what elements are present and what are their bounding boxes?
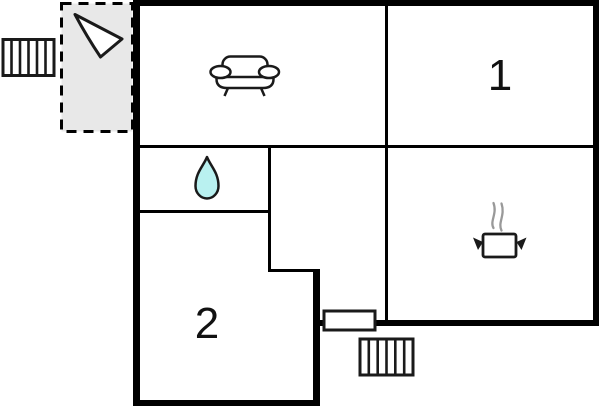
interior-wall-horizontal <box>140 145 593 148</box>
water-drop-icon <box>194 155 220 200</box>
outer-wall-left <box>133 0 140 406</box>
interior-wall-step <box>268 269 313 272</box>
stairs-icon-bottom <box>358 337 415 377</box>
door-step <box>322 309 377 332</box>
pot-handle-right <box>516 237 527 250</box>
outer-wall-room2-right <box>313 269 320 406</box>
interior-wall-hall-left <box>268 148 271 272</box>
interior-wall-living-room1 <box>385 6 388 145</box>
interior-wall-bathroom-bottom <box>140 210 268 213</box>
pot-handle-left <box>473 237 483 250</box>
sofa-icon <box>209 55 281 97</box>
entrance-arrow-icon <box>73 13 124 59</box>
cooking-pot-icon <box>473 201 527 259</box>
room-1-label: 1 <box>488 51 512 100</box>
steam-line-right <box>499 202 504 232</box>
sofa-seat <box>215 75 275 90</box>
sofa-leg-right <box>259 87 266 97</box>
room-2-label: 2 <box>195 299 219 348</box>
sofa-arm-right <box>257 64 281 80</box>
steam-line-left <box>491 201 496 230</box>
sofa-arm-left <box>209 64 232 80</box>
outer-wall-top <box>133 0 599 6</box>
walls <box>133 0 599 406</box>
outer-wall-room2-bottom <box>133 400 320 406</box>
sofa-leg-left <box>223 87 230 97</box>
outer-wall-kitchen-bottom <box>313 320 599 326</box>
outer-wall-right <box>593 0 599 326</box>
stairs-icon-left <box>1 38 56 77</box>
entrance-porch <box>60 2 134 133</box>
pot-body <box>481 232 518 259</box>
interior-wall-kitchen-left <box>385 148 388 320</box>
